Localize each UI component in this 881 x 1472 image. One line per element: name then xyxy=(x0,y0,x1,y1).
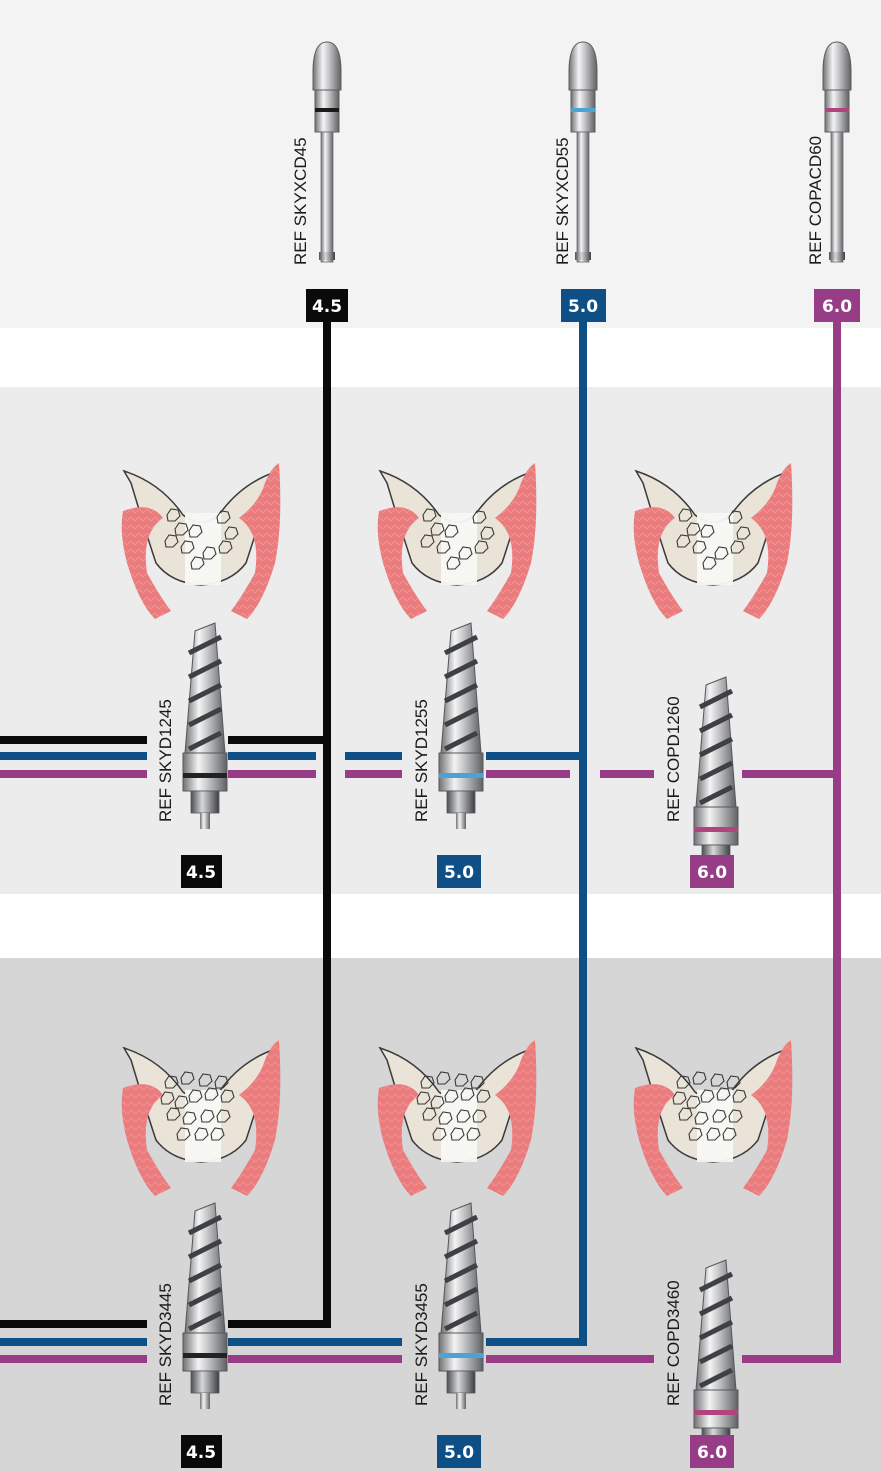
middle-band xyxy=(0,387,881,894)
ref-label-bot-2: REF SKYD3455 xyxy=(412,1283,431,1406)
badge-text-top-1: 4.5 xyxy=(312,297,342,317)
badge-text-bot-2: 5.0 xyxy=(444,1443,474,1463)
ref-label-mid-3: REF COPD1260 xyxy=(664,696,683,822)
ref-label-top-3: REF COPACD60 xyxy=(806,136,825,265)
ref-label-bot-1: REF SKYD3445 xyxy=(156,1283,175,1406)
ref-label-top-2: REF SKYXCD55 xyxy=(553,137,572,265)
badge-text-top-3: 6.0 xyxy=(822,297,852,317)
top-band xyxy=(0,0,881,328)
badge-text-bot-1: 4.5 xyxy=(186,1443,216,1463)
badge-text-mid-3: 6.0 xyxy=(697,863,727,883)
badge-text-mid-1: 4.5 xyxy=(186,863,216,883)
badge-text-mid-2: 5.0 xyxy=(444,863,474,883)
ref-label-mid-1: REF SKYD1245 xyxy=(156,699,175,822)
ref-label-mid-2: REF SKYD1255 xyxy=(412,699,431,822)
bottom-band xyxy=(0,958,881,1472)
badge-text-top-2: 5.0 xyxy=(568,297,598,317)
ref-label-bot-3: REF COPD3460 xyxy=(664,1280,683,1406)
ref-label-top-1: REF SKYXCD45 xyxy=(291,137,310,265)
badge-text-bot-3: 6.0 xyxy=(697,1443,727,1463)
